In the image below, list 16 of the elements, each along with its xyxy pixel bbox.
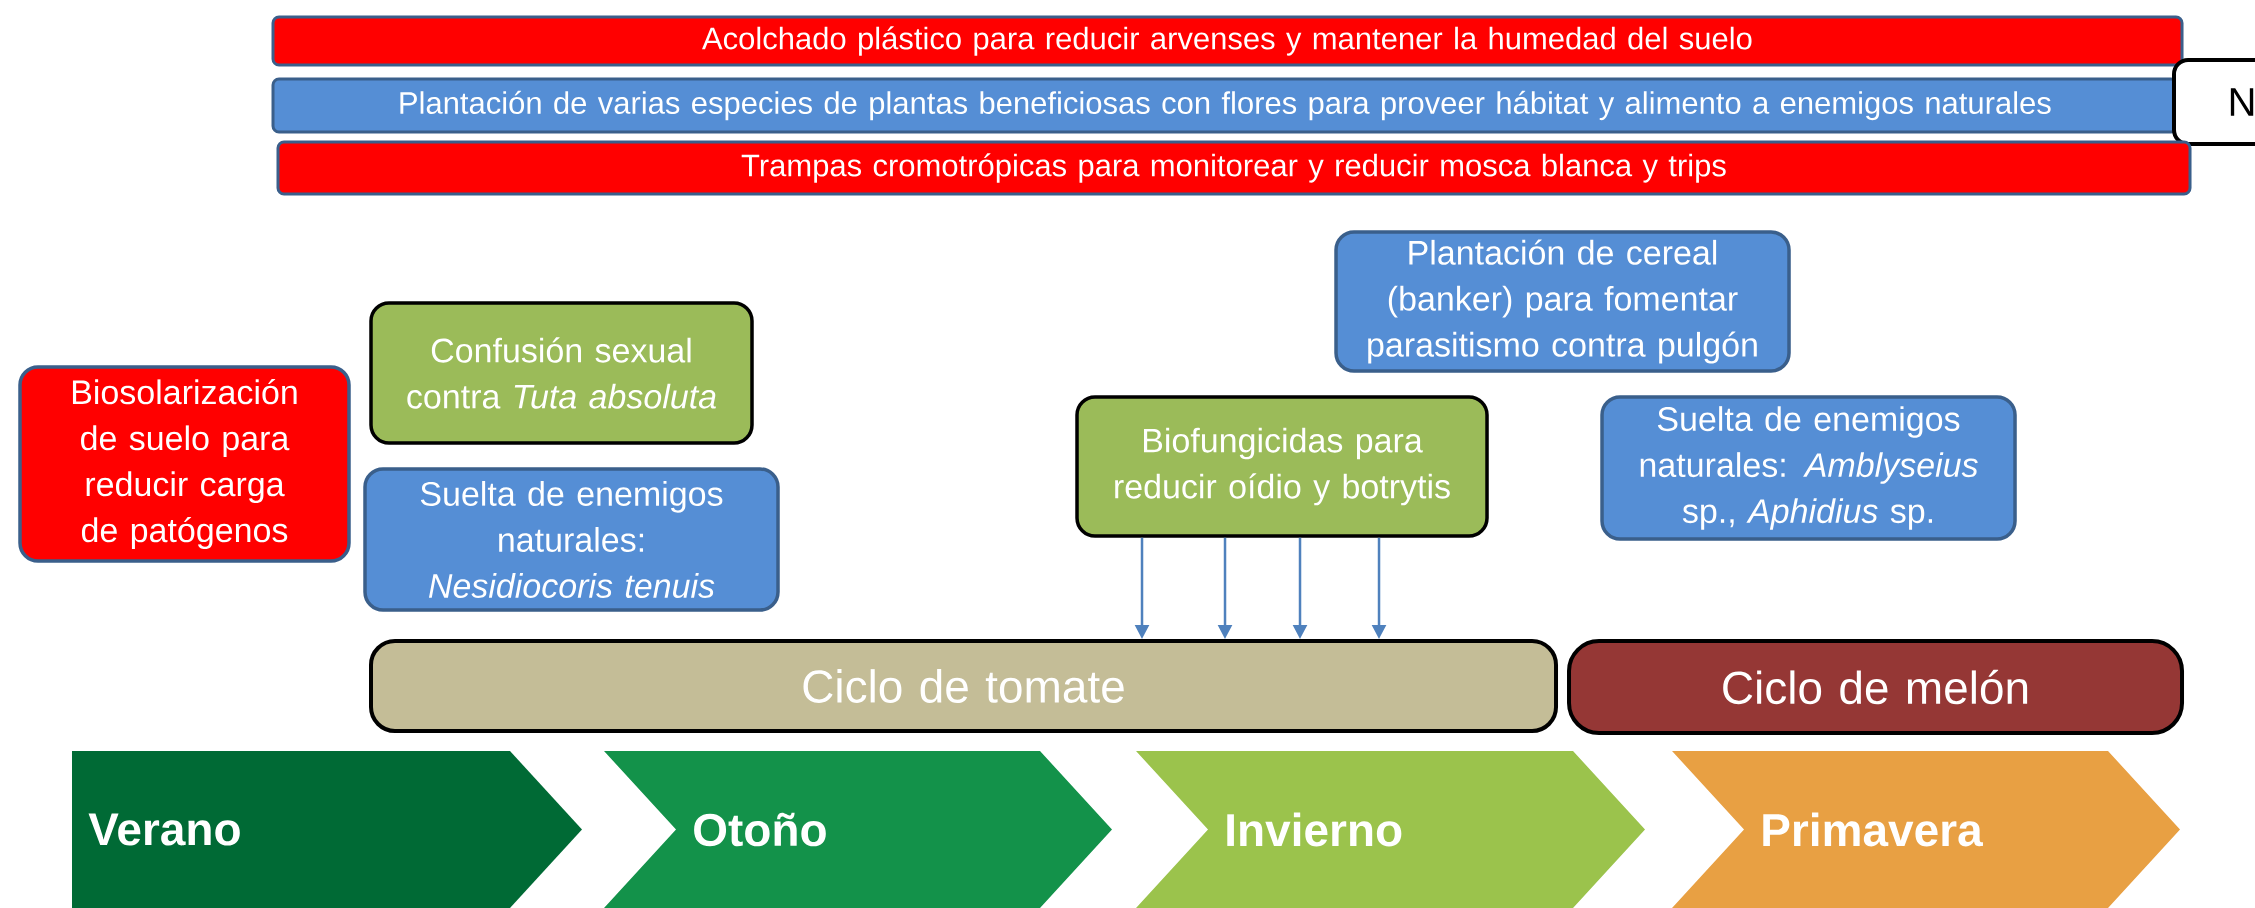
crop-cycle-bar: Ciclo de melón — [1567, 639, 2184, 735]
crop-cycle-bar: Ciclo de tomate — [369, 639, 1558, 733]
practice-box: Confusión sexual contra Tuta absoluta — [369, 301, 754, 445]
practice-box: Biosolarización de suelo para reducir carga de patógenos — [18, 365, 351, 563]
practice-box: Suelta de enemigos naturales: Amblyseius sp., Aphidius sp. — [1600, 395, 2017, 541]
season-band: Primavera — [1672, 751, 2180, 908]
practice-bar: Plantación de varias especies de plantas beneficiosas con flores para proveer hábitat y alimento a enemigos naturales — [271, 77, 2179, 134]
season-band: Invierno — [1136, 751, 1645, 908]
season-band: Otoño — [604, 751, 1112, 908]
practice-bar: Acolchado plástico para reducir arvenses y mantener la humedad del suelo — [271, 15, 2184, 67]
letter-box: N — [2172, 58, 2255, 146]
season-band: Verano — [72, 751, 582, 908]
practice-bar: Trampas cromotrópicas para monitorear y reducir mosca blanca y trips — [276, 140, 2192, 196]
practice-box: Suelta de enemigos naturales: Nesidiocoris tenuis — [363, 467, 780, 612]
practice-box: Biofungicidas para reducir oídio y botrytis — [1075, 395, 1489, 538]
practice-box: Plantación de cereal (banker) para fomentar parasitismo contra pulgón — [1334, 230, 1791, 373]
